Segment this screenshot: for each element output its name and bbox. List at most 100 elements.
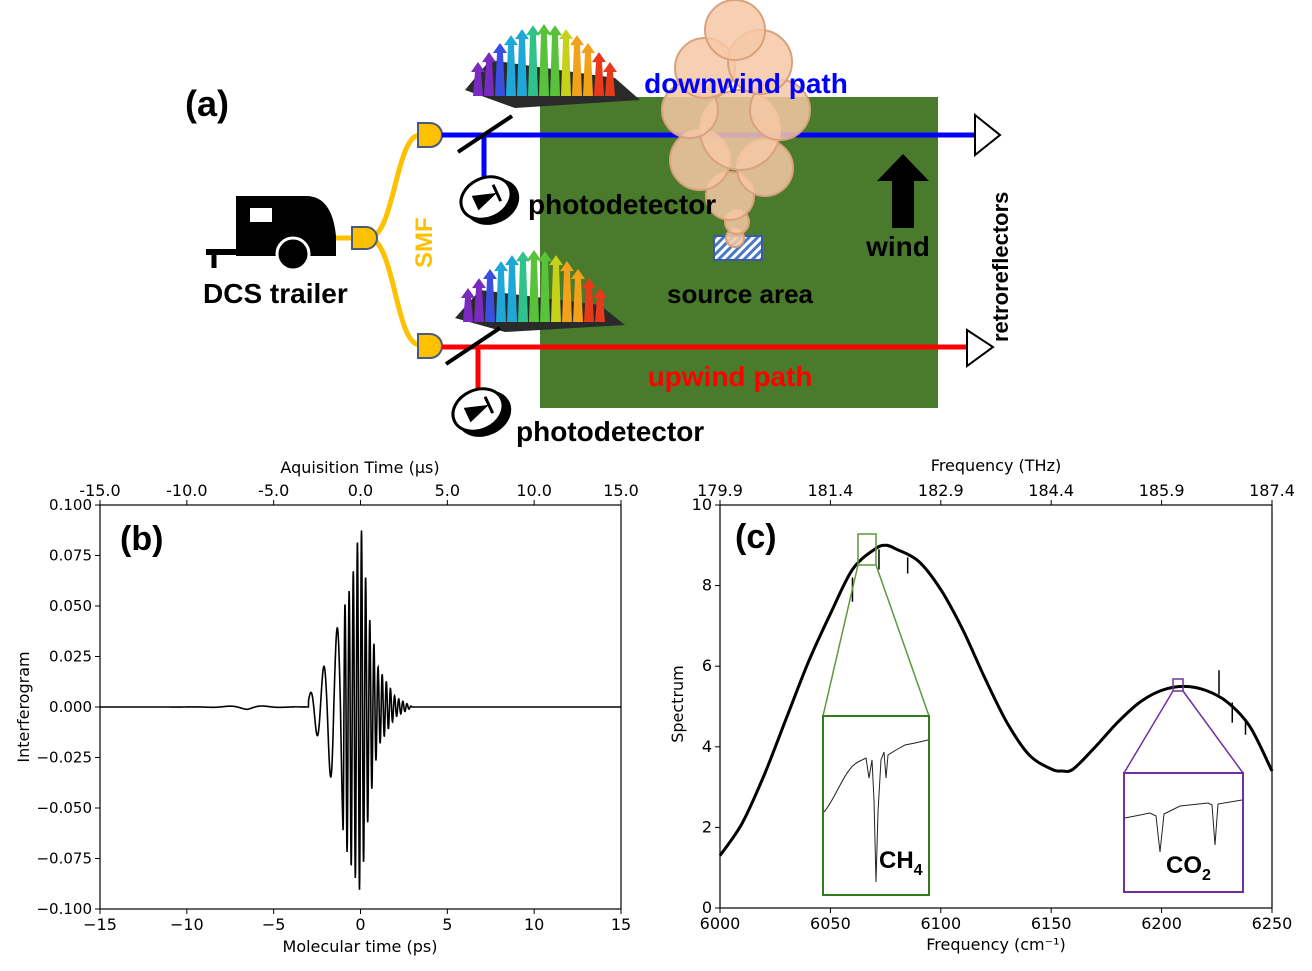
c-top-xlabel: Frequency (THz) bbox=[931, 456, 1061, 475]
y-tick-label: 0.075 bbox=[49, 547, 92, 565]
downwind-path-label: downwind path bbox=[644, 68, 848, 99]
beamsplitter-top bbox=[456, 114, 514, 154]
x-tick-label: 15 bbox=[611, 915, 631, 934]
top-x-tick-label: 185.9 bbox=[1139, 481, 1185, 500]
y-tick-label: 0.100 bbox=[49, 496, 92, 514]
x-tick-label: 10 bbox=[524, 915, 544, 934]
x-tick-label: −10 bbox=[170, 915, 204, 934]
top-x-tick-label: -15.0 bbox=[79, 481, 120, 500]
wind-arrow-icon bbox=[877, 154, 929, 228]
coupler-trailer bbox=[351, 226, 378, 250]
comb-line bbox=[515, 29, 529, 96]
retroreflector-top-icon bbox=[974, 112, 1002, 158]
source-area-box bbox=[713, 235, 763, 261]
coupler-bottom bbox=[417, 333, 443, 359]
y-tick-label: 8 bbox=[702, 576, 712, 595]
x-tick-label: 6250 bbox=[1252, 914, 1293, 933]
comb-line bbox=[537, 24, 551, 96]
y-tick-label: −0.025 bbox=[36, 749, 92, 767]
top-x-tick-label: 10.0 bbox=[516, 481, 552, 500]
photodetector-top-label: photodetector bbox=[528, 189, 716, 220]
panel-b-chart: −15-15.0−10-10.0−5-5.000.055.01010.01515… bbox=[14, 458, 639, 956]
x-tick-label: 6000 bbox=[700, 914, 741, 933]
top-x-tick-label: 0.0 bbox=[348, 481, 373, 500]
photodetector-bottom-icon bbox=[451, 387, 512, 437]
y-tick-label: 0.050 bbox=[49, 597, 92, 615]
top-x-tick-label: 184.4 bbox=[1028, 481, 1074, 500]
co2-inset: CO2 bbox=[1123, 678, 1244, 893]
comb-line bbox=[581, 43, 595, 96]
comb-line bbox=[493, 43, 507, 96]
y-tick-label: 4 bbox=[702, 737, 712, 756]
comb-line bbox=[527, 250, 541, 322]
y-tick-label: 10 bbox=[692, 495, 712, 514]
comb-line bbox=[482, 52, 496, 96]
plume-icon bbox=[661, 0, 811, 248]
comb-line bbox=[560, 261, 574, 322]
photodetector-top-icon bbox=[459, 175, 520, 225]
comb-line bbox=[571, 269, 585, 322]
x-tick-label: 6100 bbox=[920, 914, 961, 933]
y-tick-label: 0.000 bbox=[49, 698, 92, 716]
comb-line bbox=[494, 261, 508, 322]
panel-a: (a) SMF retro bbox=[185, 0, 1013, 447]
top-x-tick-label: 15.0 bbox=[603, 481, 639, 500]
photodetector-bottom-label: photodetector bbox=[516, 416, 704, 447]
ch4-inset: CH4 bbox=[822, 533, 930, 896]
comb-line bbox=[471, 62, 485, 96]
x-tick-label: 6200 bbox=[1141, 914, 1182, 933]
trailer-icon bbox=[206, 196, 336, 272]
wind-label: wind bbox=[865, 231, 930, 262]
y-tick-label: 2 bbox=[702, 817, 712, 836]
top-x-tick-label: -10.0 bbox=[166, 481, 207, 500]
y-tick-label: 6 bbox=[702, 656, 712, 675]
comb-line bbox=[526, 25, 540, 97]
x-tick-label: −5 bbox=[262, 915, 286, 934]
comb-line bbox=[538, 251, 552, 322]
top-x-tick-label: 181.4 bbox=[807, 481, 853, 500]
retroreflector-bottom-icon bbox=[966, 328, 995, 368]
x-tick-label: 6150 bbox=[1031, 914, 1072, 933]
top-x-tick-label: 182.9 bbox=[918, 481, 964, 500]
y-tick-label: −0.100 bbox=[36, 900, 92, 918]
comb-line bbox=[505, 255, 519, 322]
b-xlabel: Molecular time (ps) bbox=[283, 937, 438, 956]
source-area-label: source area bbox=[667, 279, 814, 309]
comb-line bbox=[461, 288, 475, 322]
comb-line bbox=[559, 29, 573, 96]
panel-c-chart: 6000179.96050181.46100182.96150184.46200… bbox=[668, 456, 1295, 954]
b-top-xlabel: Aquisition Time (μs) bbox=[280, 458, 439, 477]
c-xlabel: Frequency (cm⁻¹) bbox=[926, 935, 1065, 954]
top-x-tick-label: 187.4 bbox=[1249, 481, 1295, 500]
b-ylabel: Interferogram bbox=[14, 651, 33, 762]
comb-line bbox=[504, 35, 518, 96]
top-x-tick-label: 179.9 bbox=[697, 481, 743, 500]
c-ylabel: Spectrum bbox=[668, 665, 687, 743]
plot-frame bbox=[719, 504, 1273, 909]
comb-line bbox=[516, 251, 530, 322]
panel-b-label: (b) bbox=[120, 520, 163, 558]
x-tick-label: 0 bbox=[355, 915, 365, 934]
interferogram-trace bbox=[100, 530, 621, 890]
top-x-tick-label: -5.0 bbox=[258, 481, 289, 500]
dcs-trailer-label: DCS trailer bbox=[203, 278, 348, 309]
comb-line bbox=[549, 255, 563, 322]
comb-line bbox=[582, 278, 596, 322]
retroreflectors-label: retroreflectors bbox=[988, 192, 1013, 342]
x-tick-label: 6050 bbox=[810, 914, 851, 933]
comb-line bbox=[483, 269, 497, 322]
comb-icon-bottom bbox=[455, 250, 625, 332]
comb-line bbox=[570, 35, 584, 96]
comb-line bbox=[593, 288, 607, 322]
comb-line bbox=[592, 52, 606, 96]
upwind-path-label: upwind path bbox=[648, 361, 813, 392]
beamsplitter-bottom bbox=[444, 326, 502, 366]
comb-line bbox=[603, 62, 617, 96]
comb-line bbox=[472, 278, 486, 322]
x-tick-label: 5 bbox=[442, 915, 452, 934]
panel-c-label: (c) bbox=[735, 518, 777, 556]
y-tick-label: 0 bbox=[702, 898, 712, 917]
y-tick-label: 0.025 bbox=[49, 648, 92, 666]
x-tick-label: −15 bbox=[83, 915, 117, 934]
